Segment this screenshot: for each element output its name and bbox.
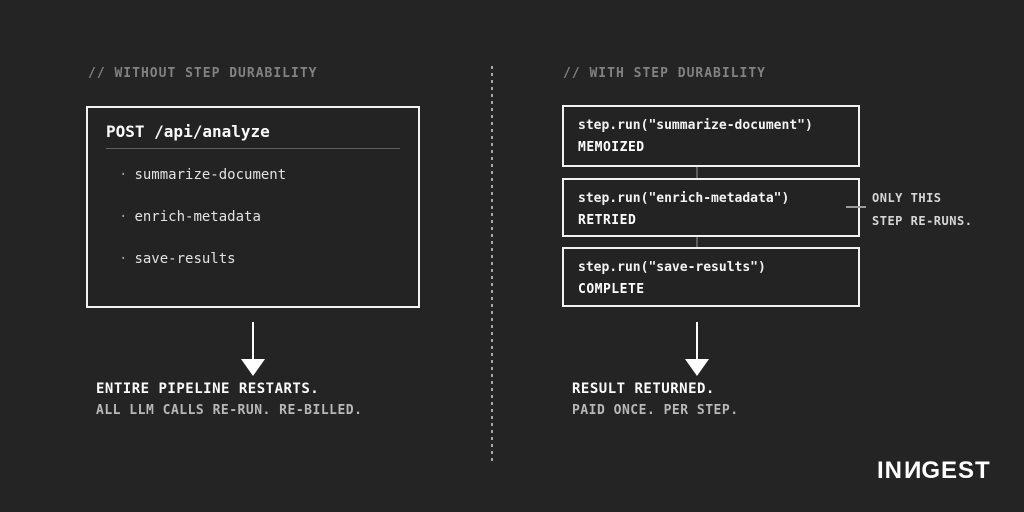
- bullet-icon: ·: [119, 209, 128, 225]
- step-box-enrich-metadata: step.run("enrich-metadata") RETRIED: [562, 178, 860, 237]
- bullet-icon: ·: [119, 251, 128, 267]
- pipeline-step-item: · summarize-document: [119, 166, 418, 184]
- left-result-subtitle: ALL LLM CALLS RE-RUN. RE-BILLED.: [96, 403, 363, 418]
- arrow-head: [241, 359, 265, 376]
- with-durability-heading: // WITH STEP DURABILITY: [563, 66, 767, 81]
- section-divider: [491, 66, 493, 463]
- annotation-line-2: STEP RE-RUNS.: [872, 214, 973, 228]
- bullet-icon: ·: [119, 167, 128, 183]
- pipeline-step-label: summarize-document: [134, 167, 287, 183]
- step-connector: [696, 237, 698, 247]
- right-result-subtitle: PAID ONCE. PER STEP.: [572, 403, 739, 418]
- api-endpoint-label: POST /api/analyze: [106, 122, 270, 141]
- arrow-stem: [252, 322, 254, 359]
- annotation-text: ONLY THIS STEP RE-RUNS.: [872, 187, 972, 233]
- step-code: step.run("enrich-metadata"): [578, 191, 790, 206]
- arrow-head: [685, 359, 709, 376]
- step-connector: [696, 167, 698, 178]
- divider: [106, 148, 400, 149]
- step-status: RETRIED: [578, 213, 637, 228]
- left-result-title: ENTIRE PIPELINE RESTARTS.: [96, 381, 320, 397]
- arrow-stem: [696, 322, 698, 359]
- right-result-title: RESULT RETURNED.: [572, 381, 715, 397]
- logo-mirrored-n: N: [903, 457, 922, 484]
- pipeline-step-label: enrich-metadata: [134, 209, 261, 225]
- pipeline-step-item: · enrich-metadata: [119, 208, 418, 226]
- step-status: MEMOIZED: [578, 140, 645, 155]
- step-code: step.run("save-results"): [578, 260, 766, 275]
- logo-part: IN: [877, 457, 903, 484]
- inngest-logo: INNGEST: [877, 457, 991, 485]
- pipeline-step-item: · save-results: [119, 250, 418, 268]
- api-request-box: POST /api/analyze · summarize-document · e…: [86, 106, 420, 308]
- without-durability-heading: // WITHOUT STEP DURABILITY: [88, 66, 318, 81]
- annotation-line-1: ONLY THIS: [872, 191, 942, 205]
- annotation-pointer-line: [846, 206, 866, 208]
- step-status: COMPLETE: [578, 282, 645, 297]
- pipeline-step-label: save-results: [134, 251, 236, 267]
- logo-part: GEST: [921, 457, 991, 484]
- step-code: step.run("summarize-document"): [578, 118, 813, 133]
- step-box-summarize-document: step.run("summarize-document") MEMOIZED: [562, 105, 860, 167]
- step-box-save-results: step.run("save-results") COMPLETE: [562, 247, 860, 307]
